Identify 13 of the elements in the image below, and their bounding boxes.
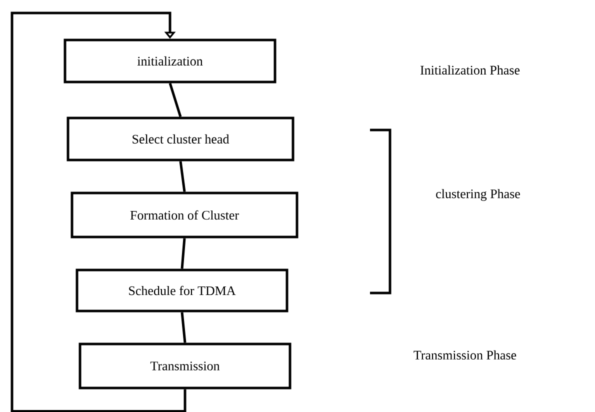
process-box: Schedule for TDMA <box>76 268 288 312</box>
connector-line <box>179 161 186 192</box>
process-box: initialization <box>64 38 276 84</box>
phase-label: Transmission Phase <box>414 350 516 360</box>
process-box: Transmission <box>78 342 292 390</box>
connector-line <box>168 82 182 118</box>
phase-label: Initialization Phase <box>420 65 520 75</box>
process-box: Select cluster head <box>66 116 294 162</box>
process-box: Formation of Cluster <box>70 192 298 238</box>
phase-label: clustering Phase <box>436 189 520 201</box>
connector-line <box>180 238 186 269</box>
connector-line <box>180 312 186 343</box>
connector-line <box>10 12 186 412</box>
